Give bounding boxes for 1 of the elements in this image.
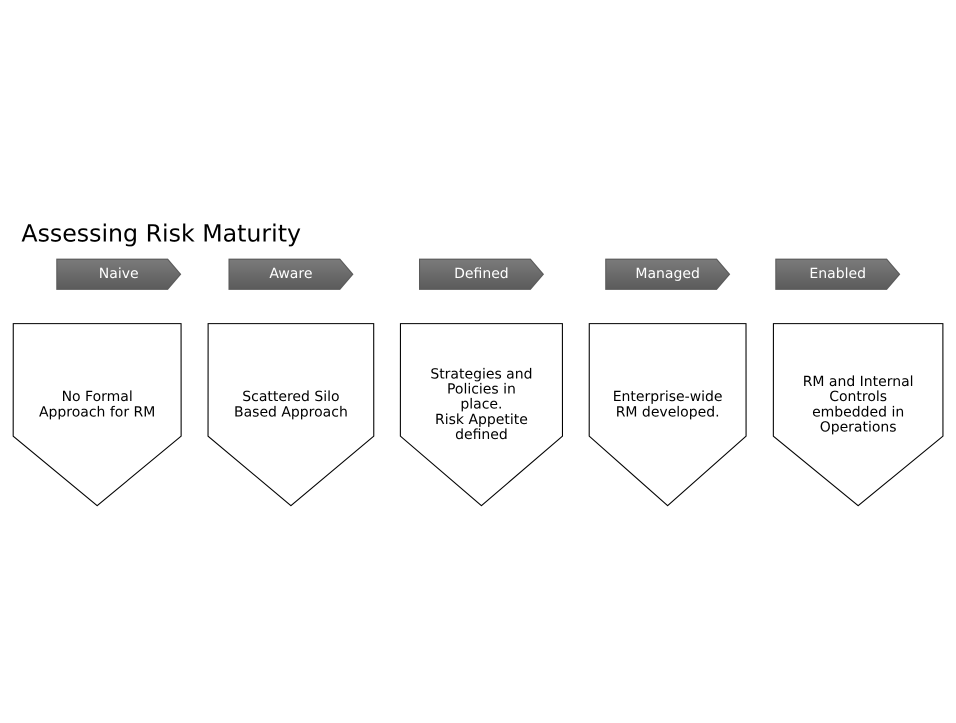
diagram-title: Assessing Risk Maturity [21,219,302,248]
